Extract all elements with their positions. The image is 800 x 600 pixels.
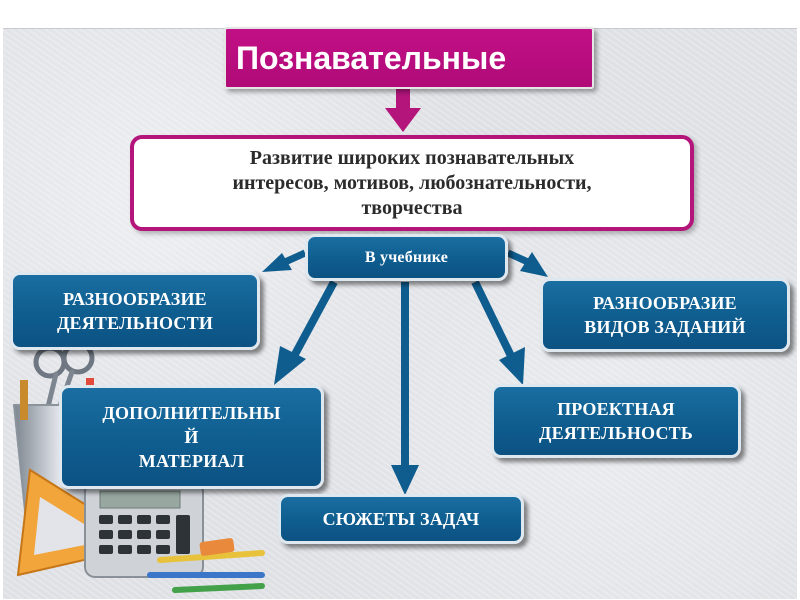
title-label: Познавательные bbox=[236, 39, 507, 76]
additional-material-label: ДОПОЛНИТЕЛЬНЫ Й МАТЕРИАЛ bbox=[102, 402, 281, 472]
textbook-label: В учебнике bbox=[364, 248, 449, 266]
project-activity-label: ПРОЕКТНАЯ ДЕЯТЕЛЬНОСТЬ bbox=[538, 398, 693, 443]
task-plots-label: СЮЖЕТЫ ЗАДАЧ bbox=[322, 508, 480, 529]
main-goal-box: Развитие широких познавательных интересо… bbox=[130, 135, 694, 231]
variety-activity-label: РАЗНООБРАЗИЕ ДЕЯТЕЛЬНОСТИ bbox=[56, 288, 214, 333]
main-goal-label: Развитие широких познавательных интересо… bbox=[232, 146, 592, 219]
branch-arrows bbox=[262, 249, 548, 495]
title-box: Познавательные bbox=[224, 27, 594, 89]
project-activity-box: ПРОЕКТНАЯ ДЕЯТЕЛЬНОСТЬ bbox=[491, 384, 741, 458]
additional-material-box: ДОПОЛНИТЕЛЬНЫ Й МАТЕРИАЛ bbox=[59, 385, 324, 489]
pencils-icon bbox=[147, 538, 265, 593]
calculator-icon bbox=[84, 481, 204, 578]
textbook-box: В учебнике bbox=[305, 234, 508, 281]
variety-activity-box: РАЗНООБРАЗИЕ ДЕЯТЕЛЬНОСТИ bbox=[10, 272, 260, 350]
variety-tasks-label: РАЗНООБРАЗИЕ ВИДОВ ЗАДАНИЙ bbox=[584, 292, 746, 337]
task-plots-box: СЮЖЕТЫ ЗАДАЧ bbox=[278, 494, 524, 544]
title-to-main-arrow bbox=[385, 88, 421, 132]
variety-tasks-box: РАЗНООБРАЗИЕ ВИДОВ ЗАДАНИЙ bbox=[540, 278, 790, 352]
